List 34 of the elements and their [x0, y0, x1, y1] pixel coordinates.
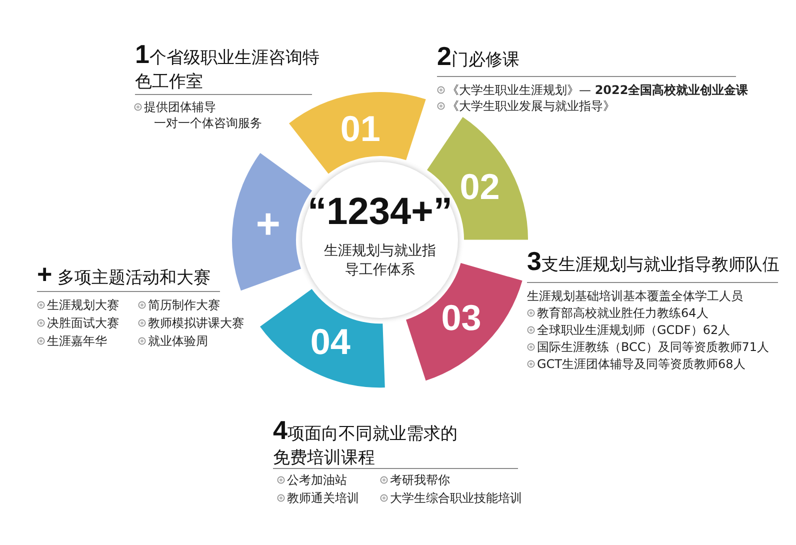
segment-number: +	[256, 204, 280, 244]
list-item: 国际生涯教练（BCC）及同等资质教师71人	[537, 339, 770, 355]
section-heading: 2门必修课	[437, 44, 520, 72]
list-item: 生涯规划大赛	[47, 297, 119, 313]
list-item: 就业体验周	[148, 333, 208, 349]
list-item: 简历制作大赛	[148, 297, 220, 313]
section-heading: 3支生涯规划与就业指导教师队伍	[527, 249, 780, 277]
center-title: 生涯规划与就业指导工作体系	[324, 242, 436, 280]
list-item: 《大学生职业生涯规划》— 2022全国高校就业创业金课	[447, 82, 748, 98]
petal-segment	[232, 153, 312, 291]
petal-segment	[260, 289, 386, 388]
list-item: 《大学生职业发展与就业指导》	[447, 98, 615, 114]
list-item: 公考加油站	[287, 472, 347, 488]
list-item: 全球职业生涯规划师（GCDF）62人	[537, 322, 730, 338]
list-item: 考研我帮你	[390, 472, 450, 488]
list-item: 提供团体辅导	[144, 99, 216, 115]
list-item: 生涯嘉年华	[47, 333, 107, 349]
segment-number: 02	[460, 166, 500, 207]
section-heading: 4项面向不同就业需求的免费培训课程	[273, 418, 458, 470]
list-item: 教师通关培训	[287, 490, 359, 506]
section-heading: + 多项主题活动和大赛	[37, 262, 211, 290]
list-item: 决胜面试大赛	[47, 315, 119, 331]
segment-number: 01	[340, 108, 380, 149]
section-heading: 1个省级职业生涯咨询特色工作室	[135, 42, 320, 94]
list-item: GCT生涯团体辅导及同等资质教师68人	[537, 356, 746, 372]
list-item: 教育部高校就业胜任力教练64人	[537, 305, 708, 321]
petal-segment	[288, 92, 426, 174]
segment-number: 03	[441, 298, 482, 338]
list-item: 大学生综合职业技能培训	[390, 490, 522, 506]
note-text: 一对一个体咨询服务	[154, 115, 262, 131]
list-item: 教师模拟讲课大赛	[148, 315, 244, 331]
center-number: “1234+”	[306, 190, 454, 234]
segment-number: 04	[310, 322, 350, 362]
note-text: 生涯规划基础培训基本覆盖全体学工人员	[527, 288, 743, 304]
